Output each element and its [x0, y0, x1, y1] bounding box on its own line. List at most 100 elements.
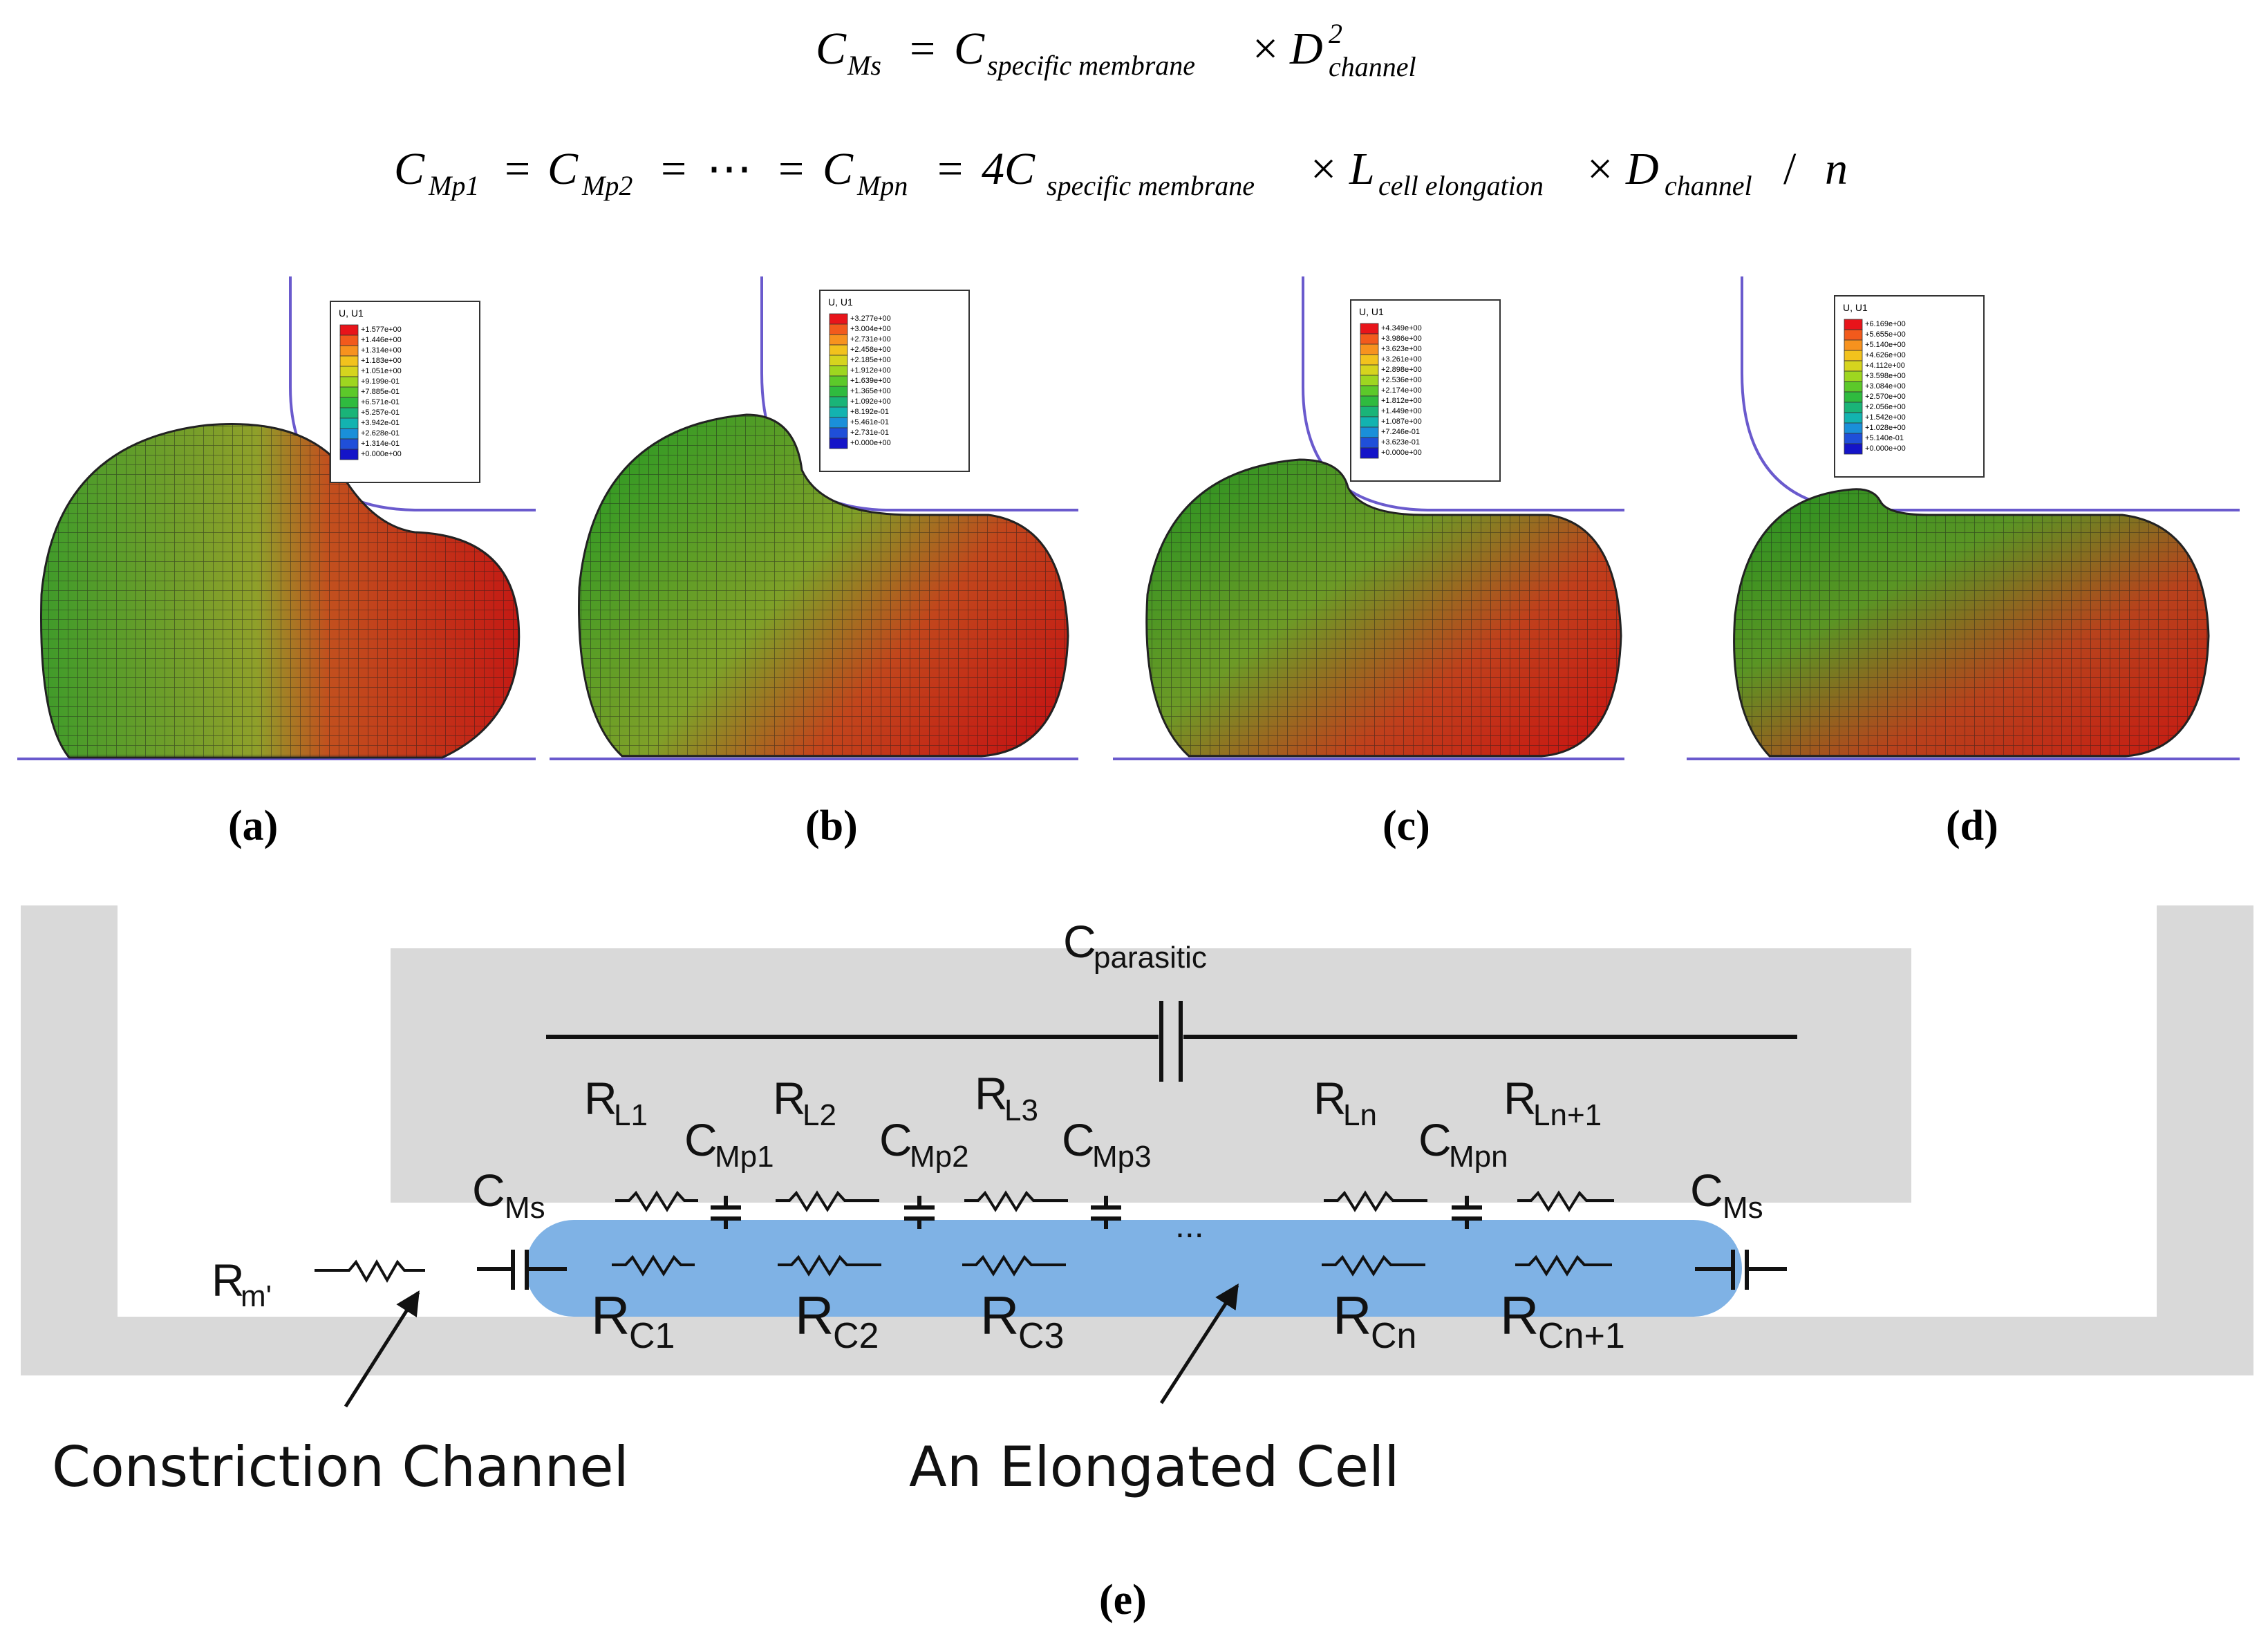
legend-swatch [339, 407, 359, 419]
cms-right-label: C [1690, 1165, 1723, 1216]
legend-value: +2.185e+00 [850, 356, 891, 364]
legend-swatch [829, 417, 848, 429]
rl-sub: Ln [1343, 1098, 1377, 1132]
legend-swatch [339, 449, 359, 460]
legend-value: +2.174e+00 [1381, 386, 1422, 395]
rc-label: R [1333, 1285, 1371, 1346]
legend-value: +2.731e-01 [850, 429, 889, 437]
legend-swatch [829, 365, 848, 377]
eq1-lhs-sub: Ms [847, 50, 881, 81]
parasitic-capacitor: C parasitic [546, 916, 1797, 1082]
legend-swatch [1844, 370, 1863, 382]
panel-label-e: (e) [1099, 1577, 1147, 1624]
legend-swatch [1844, 402, 1863, 413]
cms-left-label: C [472, 1165, 505, 1216]
legend-swatch [339, 386, 359, 398]
eq2-eq4: = [937, 144, 963, 194]
top-resistors: R L1 R L2 R L3 R Ln R Ln+1 [584, 1068, 1602, 1132]
rc-sub: Cn [1371, 1316, 1416, 1356]
label-elongated-cell: An Elongated Cell [909, 1435, 1399, 1499]
legend-swatch [1844, 412, 1863, 424]
rl-sub: L2 [803, 1098, 836, 1132]
legend-c: U, U1 +4.349e+00 +3.986e+00 +3.623e+00 +… [1350, 299, 1501, 482]
eq2-a: C [394, 144, 425, 194]
cell-mesh-d [1733, 488, 2210, 758]
panel-e: C parasitic R m' C Ms C Ms [21, 905, 2253, 1624]
legend-value: +0.000e+00 [1381, 449, 1422, 457]
legend-value: +0.000e+00 [850, 439, 891, 447]
legend-swatch [829, 313, 848, 325]
legend-d: U, U1 +6.169e+00 +5.655e+00 +5.140e+00 +… [1834, 295, 1985, 478]
panel-b: U, U1 +3.277e+00 +3.004e+00 +2.731e+00 +… [550, 276, 1078, 849]
legend-swatch [339, 324, 359, 336]
legend-value: +1.051e+00 [361, 367, 402, 375]
legend-value: +2.536e+00 [1381, 376, 1422, 384]
rc-label: R [980, 1285, 1019, 1346]
eq1-t1-sub: specific membrane [987, 50, 1195, 81]
legend-swatch [1360, 385, 1379, 397]
cell-mesh-c [1145, 458, 1622, 758]
cell-mesh-a [40, 422, 521, 759]
cmp-sub: Mpn [1449, 1140, 1508, 1174]
legend-value: +3.623e-01 [1381, 438, 1420, 446]
rl-label: R [584, 1073, 617, 1124]
legend-value: +5.140e+00 [1865, 341, 1906, 349]
eq2-coef: 4C [982, 144, 1035, 194]
legend-value: +0.000e+00 [1865, 444, 1906, 453]
rl-sub: L1 [614, 1098, 648, 1132]
eq2-d: D [1625, 144, 1659, 194]
channel-top-block [391, 948, 1911, 1203]
eq2-d-sub: channel [1665, 170, 1752, 201]
cmp-sub: Mp2 [910, 1140, 969, 1174]
panel-a: U, U1 +1.577e+00 +1.446e+00 +1.314e+00 +… [17, 276, 536, 849]
resistor-rm: R m' [212, 1254, 425, 1313]
eq2-eq1: = [505, 144, 530, 194]
legend-value: +5.140e-01 [1865, 434, 1904, 442]
circuit-symbols [612, 1190, 1614, 1277]
membrane-capacitor-symbols [711, 1196, 1482, 1229]
legend-swatch [1360, 416, 1379, 428]
legend-value: +5.655e+00 [1865, 330, 1906, 339]
legend-swatch [1844, 422, 1863, 434]
legend-title-b: U, U1 [828, 297, 853, 308]
legend-swatch [1844, 433, 1863, 444]
eq2-a-sub: Mp1 [428, 170, 479, 201]
legend-value: +1.812e+00 [1381, 397, 1422, 405]
eq2-slash: / [1783, 144, 1797, 194]
eq2-l-sub: cell elongation [1378, 170, 1544, 201]
rc-label: R [795, 1285, 834, 1346]
resistor-rc2: R C2 [795, 1285, 879, 1356]
legend-swatch [829, 355, 848, 366]
legend-value: +1.446e+00 [361, 336, 402, 344]
eq1-t2-sub: channel [1329, 51, 1416, 82]
legend-swatch [339, 417, 359, 429]
rl-label: R [1313, 1073, 1347, 1124]
rc-sub: Cn+1 [1538, 1316, 1625, 1356]
eq1-t2: D [1289, 24, 1323, 74]
legend-swatch [339, 345, 359, 357]
legend-value: +1.092e+00 [850, 397, 891, 406]
rc-sub: C3 [1018, 1316, 1064, 1356]
legend-value: +1.087e+00 [1381, 417, 1422, 426]
legend-value: +3.623e+00 [1381, 345, 1422, 353]
legend-value: +4.349e+00 [1381, 324, 1422, 332]
legend-value: +1.912e+00 [850, 366, 891, 375]
legend-value: +2.056e+00 [1865, 403, 1906, 411]
legend-swatch [829, 427, 848, 439]
legend-swatch [1844, 391, 1863, 403]
cmp-sub: Mp3 [1092, 1140, 1152, 1174]
equation-2: C Mp1 = C Mp2 = ⋯ = C Mpn = 4C specific … [394, 144, 1848, 201]
cmp-label: C [879, 1114, 912, 1165]
cmp-sub: Mp1 [715, 1140, 774, 1174]
panel-c: U, U1 +4.349e+00 +3.986e+00 +3.623e+00 +… [1113, 276, 1624, 849]
capacitor-cmpn: C Mpn [1418, 1114, 1508, 1174]
rl-sub: L3 [1004, 1093, 1038, 1127]
legend-swatch [339, 335, 359, 346]
rc-label: R [1500, 1285, 1539, 1346]
legend-swatch [1844, 329, 1863, 341]
legend-value: +3.261e+00 [1381, 355, 1422, 364]
eq1-equals: = [910, 24, 935, 74]
legend-value: +1.449e+00 [1381, 407, 1422, 415]
legend-value: +6.169e+00 [1865, 320, 1906, 328]
panel-d: U, U1 +6.169e+00 +5.655e+00 +5.140e+00 +… [1687, 276, 2240, 849]
